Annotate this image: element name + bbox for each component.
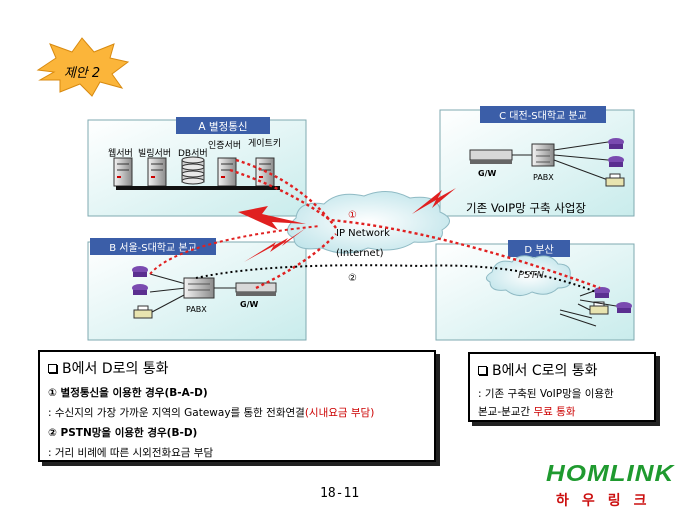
phone-b1 — [132, 266, 148, 277]
site-b-title: B 서울-S대학교 본교 — [109, 242, 197, 254]
site-a-title-bar — [176, 117, 270, 134]
ip-network: ① IP Network (Internet) ② — [287, 191, 450, 284]
gateway-b — [235, 282, 277, 296]
fax-c — [605, 173, 625, 187]
site-b: B 서울-S대학교 본교 PABX G/W — [87, 238, 307, 341]
lightning-b-icon — [244, 228, 306, 262]
info-box-b-to-c-title: B에서 C로의 통화 — [478, 360, 646, 380]
site-d: D 부산 PSTN — [435, 240, 635, 341]
checkbox-square-icon — [48, 363, 57, 373]
b-to-c-detail-2: 본교-분교간 무료 통화 — [478, 406, 576, 418]
pabx-c — [531, 143, 555, 167]
server-label-5: 게이트키 — [248, 138, 281, 149]
pabx-b — [183, 277, 215, 299]
site-c-title-bar — [480, 106, 606, 123]
phone-d2 — [616, 302, 632, 313]
site-c-caption: 기존 VoIP망 구축 사업장 — [466, 201, 586, 215]
ip-network-label: IP Network — [336, 228, 390, 239]
server-tower-icon — [147, 157, 167, 187]
phone-c2 — [608, 156, 624, 167]
site-c-title: C 대전-S대학교 분교 — [499, 110, 587, 122]
server-lan-bus — [116, 186, 280, 190]
site-a-title: A 별정통신 — [198, 121, 247, 133]
server-label-3: DB서버 — [178, 148, 208, 159]
route-1-red-path-2 — [235, 158, 337, 229]
server-label-4: 인증서버 — [208, 140, 241, 151]
homlink-logo-korean: 하우링크 — [556, 493, 660, 509]
phone-c1 — [608, 138, 624, 149]
b-to-d-case-1-detail: : 수신지의 가장 가까운 지역의 Gateway를 통한 전화연결(시내요금 … — [48, 407, 375, 419]
route-2-marker: ② — [348, 273, 357, 284]
site-c-gw-label: G/W — [478, 169, 496, 178]
route-1-marker: ① — [348, 210, 357, 221]
site-b-pabx-label: PABX — [186, 305, 207, 314]
phone-b2 — [132, 284, 148, 295]
route-2-black-path — [195, 264, 597, 293]
lightning-a-icon — [238, 206, 306, 230]
server-tower-icon — [113, 157, 133, 187]
b-to-d-case-1: ① 별정통신을 이용한 경우(B-A-D) — [48, 387, 208, 399]
page-number: 18-11 — [320, 486, 360, 501]
info-box-b-to-d-title: B에서 D로의 통화 — [48, 358, 426, 378]
site-c: C 대전-S대학교 분교 G/W PABX 기존 VoIP망 구축 사업장 — [439, 106, 635, 217]
server-tower-icon — [217, 157, 237, 187]
site-d-title-bar — [508, 240, 570, 257]
route-1-red-path — [229, 168, 601, 290]
info-box-b-to-c: B에서 C로의 통화 : 기존 구축된 VoIP망을 이용한 본교-분교간 무료… — [468, 352, 656, 422]
phone-d1 — [594, 287, 610, 298]
b-to-c-detail-1: : 기존 구축된 VoIP망을 이용한 — [478, 388, 614, 400]
checkbox-square-icon — [478, 365, 487, 375]
pstn-label: PSTN — [518, 270, 544, 281]
server-label-1: 웹서버 — [108, 148, 133, 159]
starburst-shape — [36, 37, 130, 97]
pstn-cloud — [486, 255, 572, 296]
homlink-logo: HOMLINK — [546, 459, 675, 487]
internet-label: (Internet) — [336, 248, 384, 259]
badge-label: 제안 2 — [64, 66, 100, 81]
site-b-gw-label: G/W — [240, 300, 258, 309]
gateway-c — [469, 149, 513, 164]
proposal-badge: 제안 2 — [36, 37, 130, 97]
database-server-icon — [181, 156, 205, 185]
server-label-2: 빌링서버 — [138, 147, 171, 159]
ip-cloud — [287, 191, 450, 254]
b-to-d-case-2: ② PSTN망을 이용한 경우(B-D) — [48, 427, 198, 439]
b-to-d-case-2-detail: : 거리 비례에 따른 시외전화요금 부담 — [48, 447, 214, 459]
fax-b — [133, 305, 153, 319]
site-b-title-bar — [90, 238, 216, 255]
site-c-pabx-label: PABX — [533, 173, 554, 182]
lightning-c-icon — [412, 188, 456, 214]
info-box-b-to-d: B에서 D로의 통화 ① 별정통신을 이용한 경우(B-A-D) : 수신지의 … — [38, 350, 436, 462]
site-d-title: D 부산 — [524, 244, 553, 256]
